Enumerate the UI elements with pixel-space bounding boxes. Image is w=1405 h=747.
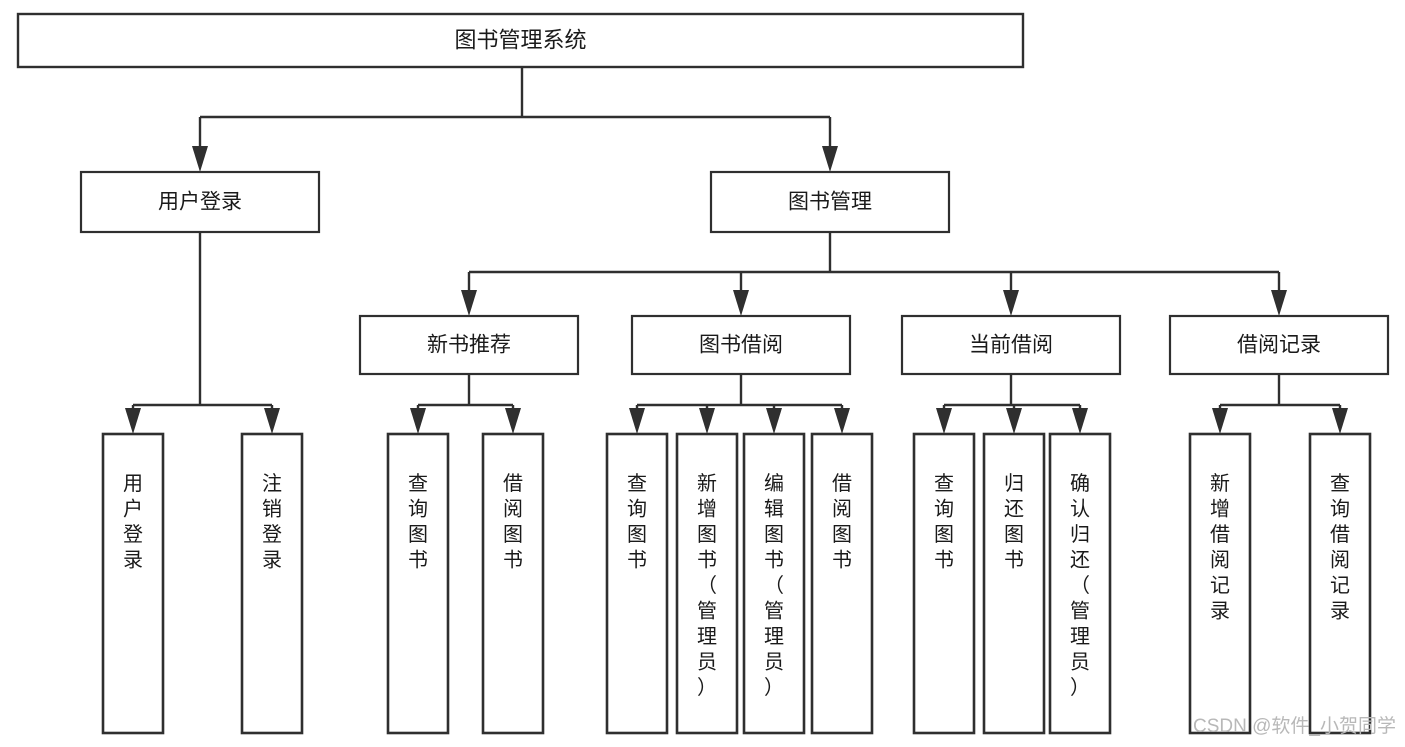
node-leaf-edit-book-rect[interactable] bbox=[742, 432, 806, 735]
node-leaf-confirm-return-label: 确认归还（管理员） bbox=[1070, 472, 1090, 699]
node-leaf-query-borrow-record[interactable]: 查询借阅记录 bbox=[1308, 432, 1372, 735]
node-leaf-query-book-current-rect[interactable] bbox=[912, 432, 976, 735]
node-root-system-rect[interactable] bbox=[16, 12, 1025, 69]
node-leaf-user-login[interactable]: 用户登录 bbox=[101, 432, 165, 735]
connector-group-borrow-to-leaves bbox=[629, 374, 850, 434]
node-leaf-user-login-label: 用户登录 bbox=[123, 473, 143, 572]
node-leaf-return-book[interactable]: 归还图书 bbox=[982, 432, 1046, 735]
node-leaf-edit-book-label: 编辑图书（管理员） bbox=[764, 472, 784, 699]
node-book-borrow-rect[interactable] bbox=[630, 314, 852, 376]
node-borrow-record-rect[interactable] bbox=[1168, 314, 1390, 376]
arrow-head-icon bbox=[192, 146, 208, 172]
node-user-login-label: 用户登录 bbox=[158, 191, 242, 214]
arrow-head-icon bbox=[936, 408, 952, 434]
node-leaf-return-book-rect[interactable] bbox=[982, 432, 1046, 735]
node-leaf-confirm-return[interactable]: 确认归还（管理员） bbox=[1048, 432, 1112, 735]
node-leaf-borrow-book-recommend[interactable]: 借阅图书 bbox=[481, 432, 545, 735]
node-leaf-confirm-return-rect[interactable] bbox=[1048, 432, 1112, 735]
node-leaf-user-logout-rect[interactable] bbox=[240, 432, 304, 735]
node-current-borrow[interactable]: 当前借阅 bbox=[900, 314, 1122, 376]
node-leaf-add-borrow-record[interactable]: 新增借阅记录 bbox=[1188, 432, 1252, 735]
node-book-manage-label: 图书管理 bbox=[788, 191, 872, 214]
arrow-head-icon bbox=[125, 408, 141, 434]
connector-group-recommend-to-leaves bbox=[410, 374, 521, 434]
arrow-head-icon bbox=[1072, 408, 1088, 434]
node-book-borrow[interactable]: 图书借阅 bbox=[630, 314, 852, 376]
node-current-borrow-label: 当前借阅 bbox=[969, 334, 1053, 357]
node-current-borrow-rect[interactable] bbox=[900, 314, 1122, 376]
connector-group-current-to-leaves bbox=[936, 374, 1088, 434]
node-leaf-query-borrow-record-rect[interactable] bbox=[1308, 432, 1372, 735]
node-new-book-recommend-label: 新书推荐 bbox=[427, 334, 511, 357]
node-book-borrow-label: 图书借阅 bbox=[699, 334, 783, 357]
node-borrow-record-label: 借阅记录 bbox=[1237, 334, 1321, 357]
node-leaf-borrow-book-rect[interactable] bbox=[810, 432, 874, 735]
node-leaf-borrow-book[interactable]: 借阅图书 bbox=[810, 432, 874, 735]
node-book-manage-rect[interactable] bbox=[709, 170, 951, 234]
node-leaf-query-book-current-label: 查询图书 bbox=[934, 472, 954, 572]
node-leaf-add-borrow-record-label: 新增借阅记录 bbox=[1210, 472, 1230, 623]
arrow-head-icon bbox=[410, 408, 426, 434]
arrow-head-icon bbox=[699, 408, 715, 434]
node-leaf-borrow-book-recommend-label: 借阅图书 bbox=[503, 472, 523, 572]
connector-group-record-to-leaves bbox=[1212, 374, 1348, 434]
node-leaf-user-login-rect[interactable] bbox=[101, 432, 165, 735]
arrow-head-icon bbox=[1332, 408, 1348, 434]
connector-group-bookmanage-to-level3 bbox=[461, 232, 1287, 316]
node-borrow-record[interactable]: 借阅记录 bbox=[1168, 314, 1390, 376]
nodes-layer: 图书管理系统用户登录图书管理新书推荐图书借阅当前借阅借阅记录用户登录注销登录查询… bbox=[16, 12, 1390, 735]
node-leaf-return-book-label: 归还图书 bbox=[1004, 472, 1024, 572]
arrow-head-icon bbox=[733, 290, 749, 316]
node-user-login-rect[interactable] bbox=[79, 170, 321, 234]
node-leaf-borrow-book-label: 借阅图书 bbox=[832, 472, 852, 572]
arrow-head-icon bbox=[834, 408, 850, 434]
node-new-book-recommend-rect[interactable] bbox=[358, 314, 580, 376]
node-root-system[interactable]: 图书管理系统 bbox=[16, 12, 1025, 69]
node-leaf-query-book-recommend[interactable]: 查询图书 bbox=[386, 432, 450, 735]
node-leaf-query-book-recommend-label: 查询图书 bbox=[408, 472, 428, 572]
node-book-manage[interactable]: 图书管理 bbox=[709, 170, 951, 234]
node-root-system-label: 图书管理系统 bbox=[454, 27, 586, 52]
node-leaf-query-borrow-record-label: 查询借阅记录 bbox=[1330, 472, 1350, 623]
arrow-head-icon bbox=[1271, 290, 1287, 316]
node-leaf-borrow-book-recommend-rect[interactable] bbox=[481, 432, 545, 735]
node-leaf-query-book-borrow-rect[interactable] bbox=[605, 432, 669, 735]
node-leaf-query-book-current[interactable]: 查询图书 bbox=[912, 432, 976, 735]
node-leaf-user-logout-label: 注销登录 bbox=[262, 472, 282, 572]
connector-group-userlogin-to-leaves bbox=[125, 232, 280, 434]
node-new-book-recommend[interactable]: 新书推荐 bbox=[358, 314, 580, 376]
arrow-head-icon bbox=[1212, 408, 1228, 434]
node-leaf-add-borrow-record-rect[interactable] bbox=[1188, 432, 1252, 735]
arrow-head-icon bbox=[1006, 408, 1022, 434]
node-leaf-query-book-borrow[interactable]: 查询图书 bbox=[605, 432, 669, 735]
arrow-head-icon bbox=[766, 408, 782, 434]
node-leaf-edit-book[interactable]: 编辑图书（管理员） bbox=[742, 432, 806, 735]
node-user-login[interactable]: 用户登录 bbox=[79, 170, 321, 234]
arrow-head-icon bbox=[264, 408, 280, 434]
node-leaf-query-book-recommend-rect[interactable] bbox=[386, 432, 450, 735]
arrow-head-icon bbox=[822, 146, 838, 172]
arrow-head-icon bbox=[629, 408, 645, 434]
connectors-layer bbox=[125, 67, 1348, 434]
node-leaf-user-logout[interactable]: 注销登录 bbox=[240, 432, 304, 735]
arrow-head-icon bbox=[505, 408, 521, 434]
node-leaf-query-book-borrow-label: 查询图书 bbox=[627, 472, 647, 572]
node-leaf-add-book[interactable]: 新增图书（管理员） bbox=[675, 432, 739, 735]
arrow-head-icon bbox=[1003, 290, 1019, 316]
csdn-watermark: CSDN @软件_小贺同学 bbox=[1193, 715, 1396, 737]
node-leaf-add-book-rect[interactable] bbox=[675, 432, 739, 735]
node-leaf-add-book-label: 新增图书（管理员） bbox=[697, 472, 717, 699]
arrow-head-icon bbox=[461, 290, 477, 316]
connector-group-root-to-level2 bbox=[192, 67, 838, 172]
